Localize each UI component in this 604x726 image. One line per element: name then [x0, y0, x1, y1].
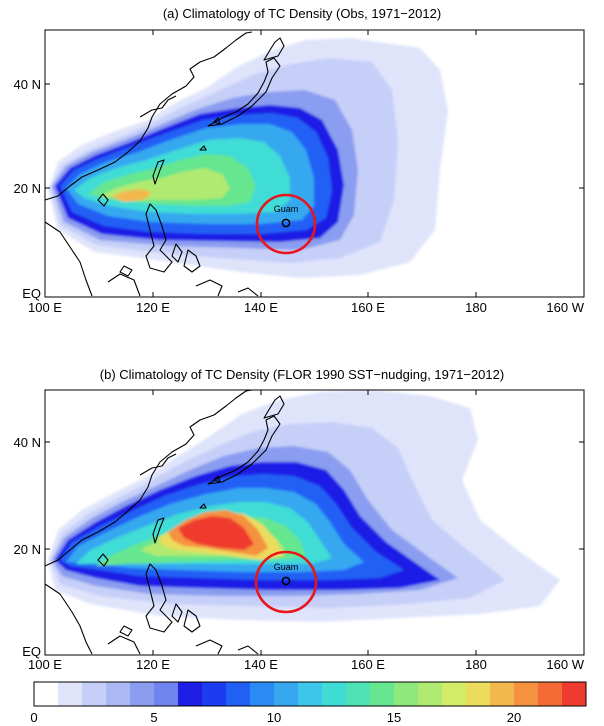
- colorbar-tick-label: 20: [507, 710, 521, 725]
- colorbar-swatch: [394, 682, 419, 706]
- panel-a-x-axis: [44, 30, 585, 297]
- colorbar-swatch: [154, 682, 179, 706]
- colorbar-swatch: [202, 682, 227, 706]
- colorbar-swatches: [34, 682, 587, 706]
- panel-b: Guam 100 E 120 E 140 E 160 E 180 160 W E…: [14, 389, 585, 672]
- colorbar-swatch: [418, 682, 443, 706]
- panel-b-frame: [44, 389, 585, 656]
- colorbar-swatch: [82, 682, 107, 706]
- panel-b-y-tick-40n: 40 N: [14, 435, 41, 450]
- colorbar-frame: [33, 681, 587, 707]
- panel-a-density-field: [48, 38, 448, 278]
- colorbar-swatch: [562, 682, 587, 706]
- colorbar-swatch: [178, 682, 203, 706]
- colorbar-swatch: [370, 682, 395, 706]
- colorbar-swatch: [490, 682, 515, 706]
- colorbar-tick-label: 15: [387, 710, 401, 725]
- panel-b-density-field: [48, 390, 560, 622]
- panel-a-x-tick-160w: 160 W: [546, 300, 584, 315]
- colorbar-swatch: [298, 682, 323, 706]
- panel-a: Guam 100 E 120 E 140 E 160 E 180 160 W E…: [14, 29, 585, 315]
- colorbar: 0 5 10 15 20: [30, 681, 587, 725]
- panel-b-x-axis: [44, 390, 585, 655]
- colorbar-swatch: [274, 682, 299, 706]
- colorbar-swatch: [322, 682, 347, 706]
- panel-a-guam-label: Guam: [274, 204, 299, 214]
- colorbar-tick-label: 10: [267, 710, 281, 725]
- colorbar-swatch: [106, 682, 131, 706]
- panel-a-x-tick-140e: 140 E: [244, 300, 278, 315]
- panel-b-x-tick-180: 180: [465, 657, 487, 672]
- panel-b-title: (b) Climatology of TC Density (FLOR 1990…: [99, 367, 505, 382]
- panel-a-y-axis: [45, 83, 584, 189]
- panel-b-y-axis: [45, 441, 584, 550]
- panel-a-x-tick-160e: 160 E: [351, 300, 385, 315]
- colorbar-swatch: [58, 682, 83, 706]
- panel-a-y-tick-eq: EQ: [22, 286, 41, 301]
- panel-b-x-tick-120e: 120 E: [136, 657, 170, 672]
- panel-a-y-tick-40n: 40 N: [14, 77, 41, 92]
- panel-a-title: (a) Climatology of TC Density (Obs, 1971…: [162, 6, 442, 21]
- panel-b-x-tick-100e: 100 E: [28, 657, 62, 672]
- colorbar-swatch: [514, 682, 539, 706]
- panel-a-guam-highlight-circle: [255, 193, 317, 255]
- colorbar-swatch: [346, 682, 371, 706]
- panel-b-x-tick-160e: 160 E: [351, 657, 385, 672]
- colorbar-swatch: [130, 682, 155, 706]
- panel-b-land-outline: [44, 389, 291, 655]
- panel-b-y-tick-eq: EQ: [22, 644, 41, 659]
- panel-b-x-tick-140e: 140 E: [244, 657, 278, 672]
- panel-a-x-tick-180: 180: [465, 300, 487, 315]
- colorbar-tick-labels: 0 5 10 15 20: [30, 710, 521, 725]
- panel-b-guam-label: Guam: [274, 562, 299, 572]
- panel-b-x-tick-160w: 160 W: [546, 657, 584, 672]
- colorbar-tick-label: 0: [30, 710, 37, 725]
- panel-b-guam-highlight-circle: [254, 550, 318, 614]
- panel-a-y-tick-20n: 20 N: [14, 181, 41, 196]
- colorbar-swatch: [538, 682, 563, 706]
- panel-a-x-tick-120e: 120 E: [136, 300, 170, 315]
- colorbar-swatch: [226, 682, 251, 706]
- panel-a-land-outline: [44, 31, 291, 297]
- colorbar-swatch: [250, 682, 275, 706]
- panel-a-x-tick-100e: 100 E: [28, 300, 62, 315]
- panel-b-y-tick-20n: 20 N: [14, 542, 41, 557]
- colorbar-swatch: [34, 682, 59, 706]
- colorbar-swatch: [466, 682, 491, 706]
- panel-a-frame: [44, 29, 585, 298]
- colorbar-swatch: [442, 682, 467, 706]
- colorbar-tick-label: 5: [150, 710, 157, 725]
